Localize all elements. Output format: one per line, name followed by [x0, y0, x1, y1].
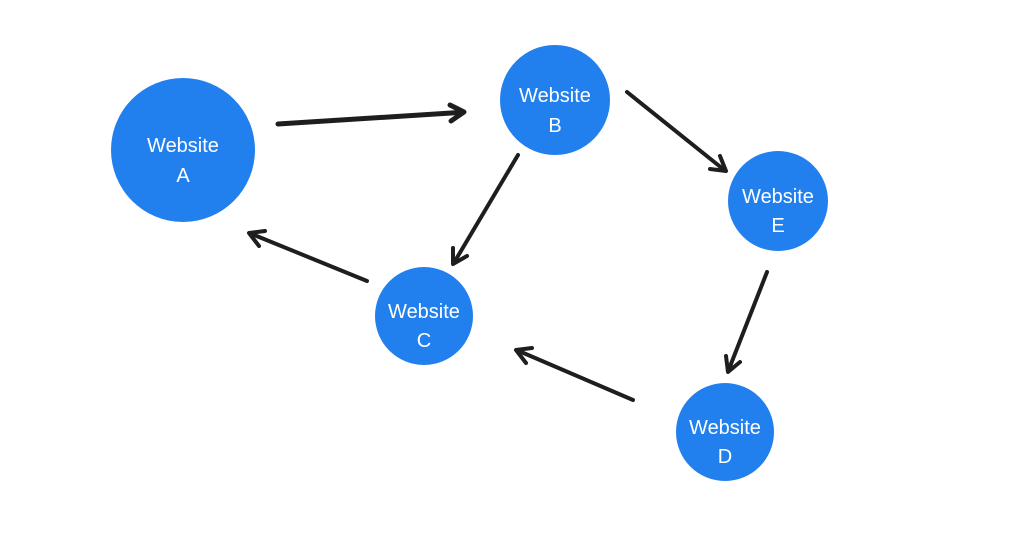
edge-b-to-c-line	[453, 153, 520, 263]
node-website-b-circle	[500, 45, 610, 155]
edge-d-to-c-line	[518, 349, 635, 402]
edge-b-to-c	[451, 153, 520, 266]
edge-c-to-a-arrowhead-icon	[247, 229, 267, 248]
edge-c-to-a	[247, 229, 369, 283]
node-website-d-circle	[676, 383, 774, 481]
node-website-a-label-line2: A	[176, 165, 190, 187]
node-website-d: Website D	[676, 383, 774, 481]
node-website-a-label-line1: Website	[147, 135, 219, 157]
edge-d-to-c-arrowhead-icon	[514, 346, 534, 365]
edge-a-to-b	[275, 102, 467, 127]
node-website-d-label-line2: D	[718, 446, 732, 468]
edge-e-to-d-arrowhead-icon	[724, 354, 742, 374]
node-website-c-circle	[375, 267, 473, 365]
node-website-d-label-line1: Website	[689, 417, 761, 439]
node-website-e-circle	[728, 151, 828, 251]
edge-e-to-d	[724, 270, 769, 374]
node-website-e-label-line1: Website	[742, 186, 814, 208]
node-website-e-label-line2: E	[771, 215, 784, 237]
node-website-b: Website B	[500, 45, 610, 155]
node-website-c: Website C	[375, 267, 473, 365]
edge-a-to-b-line	[275, 110, 462, 127]
edge-c-to-a-line	[251, 232, 369, 283]
node-website-a-circle	[111, 78, 255, 222]
node-website-c-label-line1: Website	[388, 301, 460, 323]
edge-b-to-c-arrowhead-icon	[451, 246, 469, 266]
node-website-c-label-line2: C	[417, 330, 431, 352]
edge-b-to-e	[625, 90, 728, 173]
edge-a-to-b-arrowhead-icon	[447, 102, 467, 124]
node-website-b-label-line2: B	[548, 115, 561, 137]
node-website-b-label-line1: Website	[519, 85, 591, 107]
node-website-a: Website A	[111, 78, 255, 222]
edge-b-to-e-line	[625, 90, 725, 171]
edge-e-to-d-line	[727, 270, 769, 371]
node-website-e: Website E	[728, 151, 828, 251]
edge-b-to-e-arrowhead-icon	[708, 154, 728, 173]
edge-d-to-c	[514, 346, 635, 402]
